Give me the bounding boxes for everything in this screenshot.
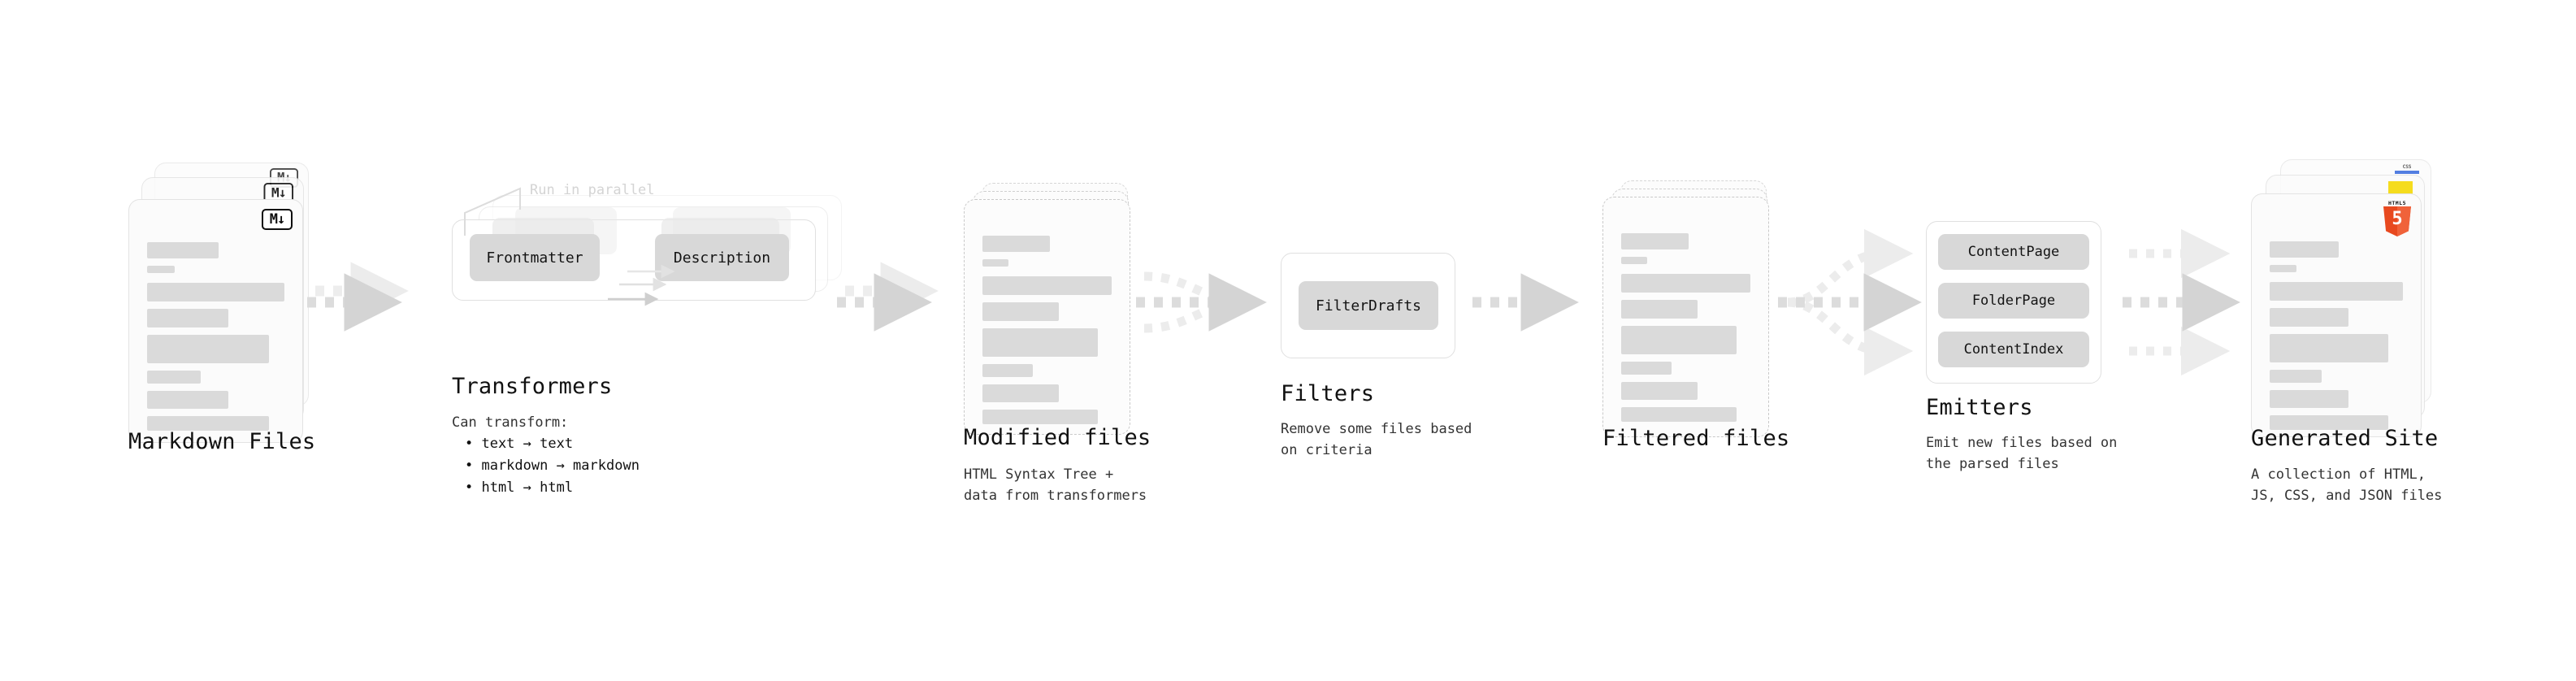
emitters-subtitle: Emit new files based on the parsed files xyxy=(1926,435,2118,472)
generated-card-front: HTML5 5 xyxy=(2251,193,2422,437)
stage-filtered-files xyxy=(1602,180,1798,457)
transformers-can-transform-heading: Can transform: xyxy=(452,414,569,431)
markdown-card-lines xyxy=(147,242,284,438)
filters-subtitle: Remove some files based on criteria xyxy=(1281,421,1472,458)
transformers-bullet-2: • html → html xyxy=(465,479,574,496)
css-icon-bar xyxy=(2395,171,2419,174)
modified-files-title: Modified files xyxy=(964,425,1151,450)
filters-chip-filterdrafts[interactable]: FilterDrafts xyxy=(1299,281,1438,330)
filtered-card-lines xyxy=(1621,233,1750,429)
modified-card-front xyxy=(964,199,1130,435)
markdown-files-title: Markdown Files xyxy=(128,429,316,454)
css-icon-label: CSS xyxy=(2402,164,2412,170)
markdown-card-front: M↓ xyxy=(128,199,303,443)
emitters-title: Emitters xyxy=(1926,395,2033,420)
stage-modified-files xyxy=(964,183,1159,459)
html5-icon-label: HTML5 xyxy=(2387,200,2407,206)
connector-emitters-generated xyxy=(2123,228,2240,376)
filtered-card-front xyxy=(1602,197,1769,437)
html5-icon-shield: 5 xyxy=(2383,206,2411,236)
transformers-bullet-1: • markdown → markdown xyxy=(465,458,640,474)
emitters-chip-contentpage[interactable]: ContentPage xyxy=(1938,234,2089,270)
transformers-chip-frontmatter[interactable]: Frontmatter xyxy=(470,234,600,281)
markdown-icon: M↓ xyxy=(262,209,293,230)
emitters-chip-contentindex[interactable]: ContentIndex xyxy=(1938,332,2089,367)
transformers-bullet-0: • text → text xyxy=(465,436,574,452)
filters-title: Filters xyxy=(1281,381,1375,406)
stage-generated-site: CSS HTML5 5 xyxy=(2251,159,2462,460)
emitters-chip-folderpage[interactable]: FolderPage xyxy=(1938,283,2089,319)
modified-files-subtitle: HTML Syntax Tree + data from transformer… xyxy=(964,466,1147,504)
generated-site-title: Generated Site xyxy=(2251,426,2439,451)
stage-markdown-files: M↓ M↓ M↓ xyxy=(128,163,340,455)
filtered-files-title: Filtered files xyxy=(1602,426,1790,451)
html5-icon-digit: 5 xyxy=(2392,209,2403,229)
css-icon: CSS xyxy=(2395,165,2419,178)
transformers-parallel-annotation: Run in parallel xyxy=(530,182,655,198)
html5-icon: HTML5 5 xyxy=(2383,201,2411,236)
connector-transformers-modified xyxy=(837,262,939,332)
transformers-title: Transformers xyxy=(452,374,613,399)
generated-card-lines xyxy=(2270,241,2403,437)
generated-site-subtitle: A collection of HTML, JS, CSS, and JSON … xyxy=(2251,466,2443,504)
transformers-chip-description[interactable]: Description xyxy=(655,234,789,281)
modified-card-lines xyxy=(982,236,1112,432)
